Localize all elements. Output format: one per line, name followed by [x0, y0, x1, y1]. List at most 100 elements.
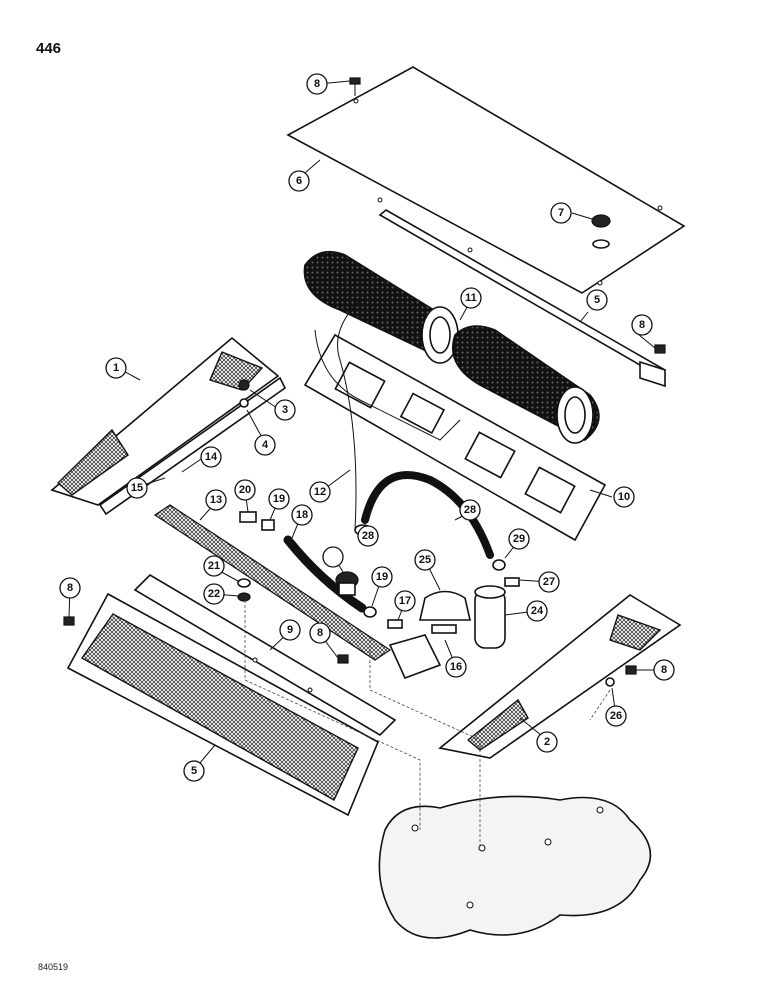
cab-floor-section	[378, 795, 652, 939]
svg-text:5: 5	[594, 294, 600, 306]
svg-text:17: 17	[399, 595, 411, 607]
callout-13: 13	[205, 489, 227, 511]
blower-assembly-left	[303, 250, 460, 364]
screw-mid	[337, 654, 349, 664]
svg-text:3: 3	[282, 404, 288, 416]
callout-11: 11	[460, 287, 482, 309]
svg-text:5: 5	[191, 765, 197, 777]
callout-21: 21	[203, 555, 225, 577]
callout-24: 25	[414, 549, 436, 571]
seal-strip-upper	[378, 209, 667, 388]
svg-text:20: 20	[239, 484, 251, 496]
callout-3: 3	[274, 399, 296, 421]
mounting-bracket	[418, 590, 472, 621]
svg-text:27: 27	[543, 576, 555, 588]
callout-8-right: 8	[653, 659, 675, 681]
callout-12: 12	[309, 481, 331, 503]
svg-text:8: 8	[317, 627, 323, 639]
left-side-panel	[50, 336, 287, 516]
callout-20: 20	[234, 479, 256, 501]
blower-assembly-right	[451, 325, 600, 444]
svg-text:18: 18	[296, 509, 308, 521]
callout-26: 27	[538, 571, 560, 593]
top-cover-plate	[286, 66, 686, 294]
page-number: 446	[36, 40, 62, 57]
callout-27: 28	[459, 499, 481, 521]
svg-text:9: 9	[287, 624, 293, 636]
svg-text:16: 16	[450, 661, 462, 673]
right-side-panel	[438, 594, 682, 759]
svg-text:8: 8	[639, 319, 645, 331]
grommet	[591, 214, 611, 249]
elbow-fitting	[239, 511, 275, 531]
callout-28-left: 28	[357, 525, 379, 547]
callout-25: 26	[605, 705, 627, 727]
drawing-code: 840519	[38, 962, 69, 972]
svg-text:2: 2	[544, 736, 550, 748]
callout-14: 14	[200, 446, 222, 468]
callout-8-mid: 8	[309, 622, 331, 644]
washer-right	[605, 677, 615, 687]
drain-hose-left	[283, 535, 367, 613]
callout-16: 16	[445, 656, 467, 678]
callout-10: 10	[613, 486, 635, 508]
svg-text:21: 21	[208, 560, 220, 572]
callout-15: 15	[126, 477, 148, 499]
screw-top	[349, 77, 361, 96]
svg-text:14: 14	[205, 451, 218, 463]
callout-5-upper: 5	[586, 289, 608, 311]
clip-fastener	[238, 379, 250, 408]
screw-left	[63, 616, 75, 626]
svg-text:15: 15	[131, 482, 143, 494]
receiver-drier	[474, 585, 506, 649]
callout-23: 24	[526, 600, 548, 622]
fitting-connector	[492, 559, 520, 587]
svg-text:12: 12	[314, 486, 326, 498]
svg-text:28: 28	[362, 530, 374, 542]
svg-text:25: 25	[419, 554, 431, 566]
svg-text:13: 13	[210, 494, 222, 506]
svg-text:19: 19	[376, 571, 388, 583]
svg-text:19: 19	[273, 493, 285, 505]
callout-2: 2	[536, 731, 558, 753]
callout-29	[322, 546, 344, 568]
grommet-plug	[335, 571, 359, 596]
callout-18: 18	[291, 504, 313, 526]
svg-text:22: 22	[208, 588, 220, 600]
screw-right	[654, 344, 666, 354]
svg-text:8: 8	[661, 664, 667, 676]
svg-text:10: 10	[618, 491, 630, 503]
callout-4: 4	[254, 434, 276, 456]
callout-28-right: 29	[508, 528, 530, 550]
callout-8-upper-right: 8	[631, 314, 653, 336]
washer-nut	[237, 578, 251, 602]
heater-core	[153, 504, 392, 661]
grille-mounting-rail	[133, 573, 397, 737]
blower-mounting-panel	[303, 333, 607, 542]
svg-text:4: 4	[262, 439, 269, 451]
wire-harness	[314, 299, 461, 531]
screw-right-lower	[625, 665, 637, 675]
callout-6: 6	[288, 170, 310, 192]
svg-text:7: 7	[558, 207, 564, 219]
svg-text:1: 1	[113, 362, 119, 374]
callout-22: 22	[203, 583, 225, 605]
callout-19-right: 19	[371, 566, 393, 588]
svg-text:6: 6	[296, 175, 302, 187]
svg-text:8: 8	[314, 78, 320, 90]
callout-8-left: 8	[59, 577, 81, 599]
callout-1: 1	[105, 357, 127, 379]
svg-text:26: 26	[610, 710, 622, 722]
callout-7: 7	[550, 202, 572, 224]
svg-text:11: 11	[465, 292, 477, 304]
callout-17: 17	[394, 590, 416, 612]
callout-9: 9	[279, 619, 301, 641]
callout-5-lower: 5	[183, 760, 205, 782]
svg-text:28: 28	[464, 504, 476, 516]
drain-hose-long	[361, 471, 494, 559]
callout-19-left: 19	[268, 488, 290, 510]
svg-text:24: 24	[531, 605, 544, 617]
svg-text:29: 29	[513, 533, 525, 545]
callout-8-top: 8	[306, 73, 328, 95]
